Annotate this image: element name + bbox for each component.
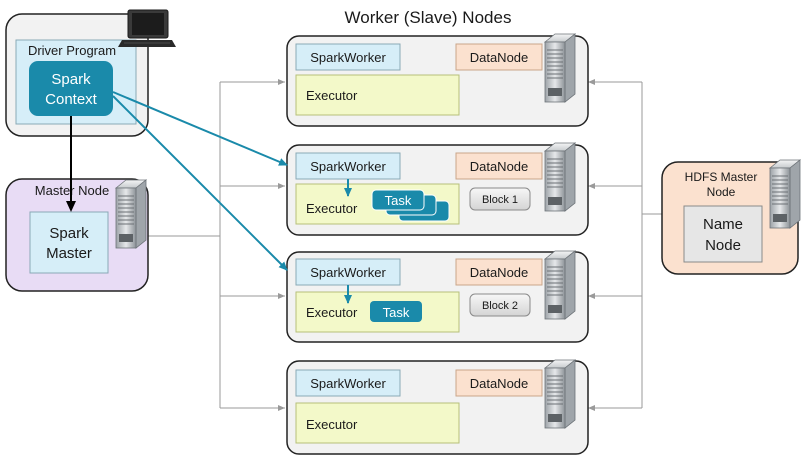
- name-node-line2: Node: [705, 237, 741, 254]
- worker-4-server-icon: [544, 359, 576, 429]
- worker-node-4: SparkWorker DataNode Executor: [286, 360, 589, 455]
- spark-context-box: [29, 61, 113, 116]
- hdfs-label-line2: Node: [707, 185, 736, 199]
- context-to-worker-arrows: [112, 91, 288, 271]
- task-label: Task: [383, 305, 410, 320]
- worker-node-2: SparkWorker DataNode Executor Task Block…: [286, 144, 589, 236]
- name-node-line1: Name: [703, 216, 743, 233]
- hdfs-bus-lines: [588, 79, 662, 411]
- executor-label: Executor: [306, 417, 358, 432]
- name-node-box: [683, 205, 763, 263]
- hdfs-master-node: HDFS Master Node Name Node: [661, 161, 799, 275]
- worker-node-3: SparkWorker DataNode Executor Task Block…: [286, 251, 589, 343]
- datanode-label: DataNode: [470, 50, 529, 65]
- master-bus-lines: [148, 79, 285, 411]
- master-node: Master Node Spark Master: [5, 178, 149, 292]
- task-box: [371, 189, 425, 211]
- datanode-label: DataNode: [470, 376, 529, 391]
- block-label: Block 1: [482, 194, 518, 206]
- hdfs-server-icon: [769, 159, 801, 229]
- datanode-label: DataNode: [470, 265, 529, 280]
- task-box: [370, 301, 422, 322]
- task-label: Task: [385, 193, 412, 208]
- worker-1-server-icon: [544, 33, 576, 103]
- executor-label: Executor: [306, 88, 358, 103]
- worker-nodes-title: Worker (Slave) Nodes: [345, 8, 512, 27]
- spark-worker-label: SparkWorker: [310, 159, 386, 174]
- driver-program-label: Driver Program: [28, 43, 116, 58]
- context-to-worker2-arrow: [112, 91, 288, 166]
- spark-master-line1: Spark: [49, 225, 89, 242]
- datanode-label: DataNode: [470, 159, 529, 174]
- block-pill: [469, 293, 531, 317]
- spark-context-line2: Context: [45, 91, 98, 108]
- master-server-icon: [115, 179, 147, 249]
- worker-node-1: SparkWorker DataNode Executor: [286, 35, 589, 127]
- executor-label: Executor: [306, 201, 358, 216]
- block-label: Block 2: [482, 300, 518, 312]
- spark-worker-label: SparkWorker: [310, 50, 386, 65]
- block-pill: [469, 187, 531, 211]
- hdfs-label-line1: HDFS Master: [685, 170, 758, 184]
- executor-label: Executor: [306, 305, 358, 320]
- context-to-worker3-arrow: [112, 95, 288, 271]
- spark-worker-label: SparkWorker: [310, 376, 386, 391]
- spark-master-box: [29, 211, 109, 274]
- spark-master-line2: Master: [46, 245, 92, 262]
- spark-worker-label: SparkWorker: [310, 265, 386, 280]
- driver-node: Driver Program Spark Context: [5, 13, 149, 137]
- worker-2-server-icon: [544, 142, 576, 212]
- worker-3-server-icon: [544, 250, 576, 320]
- spark-context-line1: Spark: [51, 71, 91, 88]
- laptop-icon: [118, 9, 176, 47]
